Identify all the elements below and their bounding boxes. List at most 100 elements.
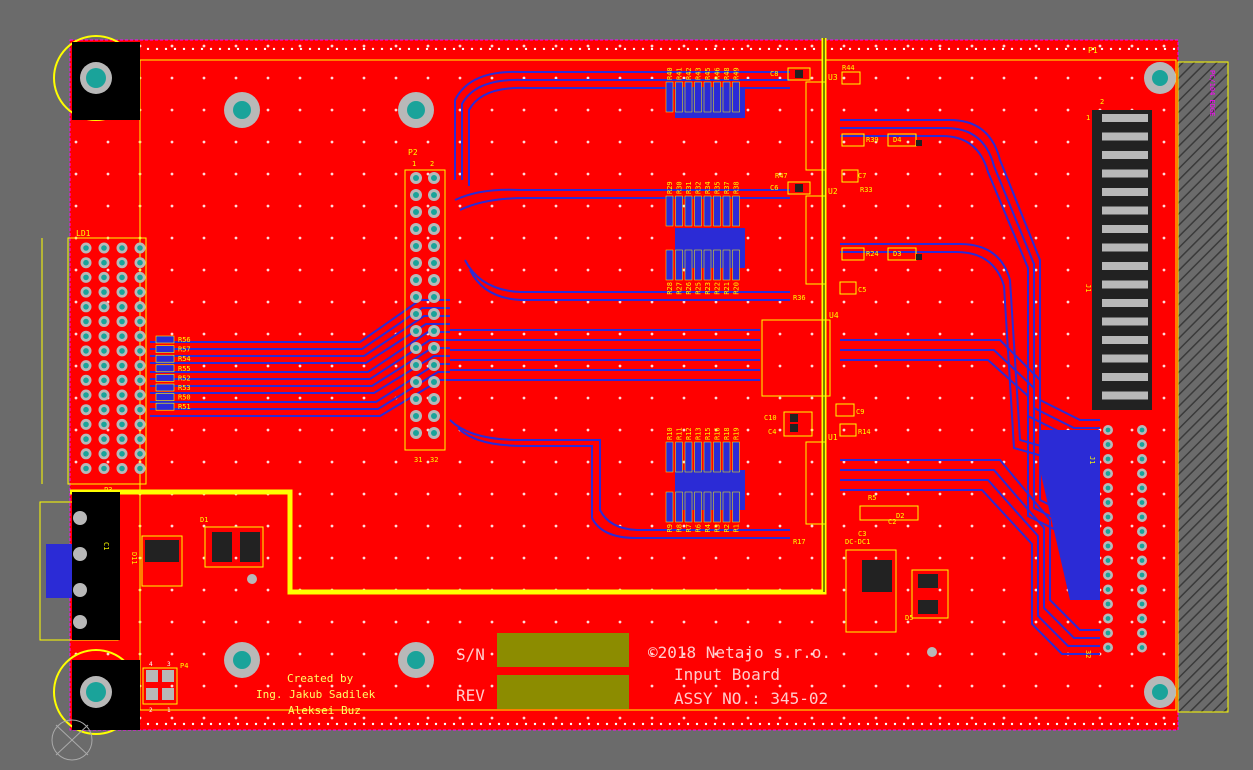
resistor-left[interactable] (155, 383, 175, 392)
resistor-left-label: R54 (178, 355, 191, 363)
j1-pad (1102, 391, 1148, 400)
c8-label: C8 (770, 70, 778, 78)
j1-label: J1 (1084, 284, 1092, 292)
rmidbot-resistor[interactable] (684, 249, 693, 281)
ic-u1[interactable]: U1 (805, 433, 838, 525)
misc-labels[interactable]: C8 R44 R39 D4 R47 C7 C6 R33 R24 D3 C5 R3… (130, 64, 913, 622)
resistor-left-label: R51 (178, 403, 191, 411)
d5-label: D5 (905, 614, 913, 622)
rlowbot-resistor[interactable] (665, 491, 674, 523)
mounting-holes[interactable] (51, 35, 1176, 761)
resistor-left[interactable] (155, 345, 175, 353)
rtop-resistor[interactable] (665, 81, 674, 113)
j1-pin-array (1102, 114, 1148, 653)
rmidbot-resistor[interactable] (703, 249, 712, 281)
p2-outline (404, 169, 446, 451)
coauthor-text: Aleksei Buz (288, 704, 361, 717)
c6-label: C6 (770, 184, 778, 192)
p3-pour (46, 544, 72, 598)
edge-via-row-bottom (72, 720, 1176, 728)
ic-u3[interactable]: U3 (805, 73, 838, 171)
bottom-pour-right (1040, 430, 1100, 600)
c1-label: C1 (102, 542, 110, 550)
rmidtop-resistor[interactable] (713, 195, 721, 227)
rtop-resistor[interactable] (722, 81, 731, 113)
ld1-connector[interactable]: LD1 (41, 229, 147, 485)
p4-prog-connector[interactable]: P4 4 3 2 1 (142, 661, 188, 714)
rtop-label: R42 (685, 67, 693, 80)
rmidbot-resistor[interactable] (675, 249, 683, 281)
rmidtop-label: R34 (704, 181, 712, 194)
rlowbot-resistor[interactable] (684, 491, 693, 523)
rtop-label: R46 (714, 67, 722, 80)
r33-label: R33 (860, 186, 873, 194)
ic-u2[interactable]: U2 (805, 187, 838, 285)
rlowtop-resistor[interactable] (675, 441, 683, 473)
resistor-left[interactable] (155, 364, 175, 373)
resistor-left[interactable] (155, 374, 175, 382)
j1-pad (1102, 299, 1148, 307)
j1-pad (1102, 280, 1148, 289)
rmidtop-resistor[interactable] (684, 195, 693, 227)
rlowbot-resistor[interactable] (713, 491, 721, 523)
resistor-left[interactable] (155, 393, 175, 401)
rmidbot-label: R23 (704, 282, 712, 295)
ic-u4[interactable]: U4 (761, 311, 839, 397)
j1-label-lower: J1 (1088, 456, 1096, 464)
origin-marker (51, 719, 93, 761)
j1-pin1-label: 1 (1086, 114, 1090, 122)
rtop-resistor[interactable] (675, 81, 683, 113)
rmidtop-label: R30 (676, 181, 684, 194)
rlowbot-resistor[interactable] (703, 491, 712, 523)
p3-label: P3 (104, 486, 112, 494)
p2-header[interactable]: P2 1 2 31 32 (404, 148, 446, 464)
rmidbot-resistor[interactable] (694, 249, 702, 281)
rmidtop-resistor[interactable] (722, 195, 731, 227)
rtop-resistor[interactable] (732, 81, 740, 113)
rlowtop-resistor[interactable] (665, 441, 674, 473)
rmidtop-resistor[interactable] (694, 195, 702, 227)
resistor-left[interactable] (155, 354, 175, 363)
c4-label: C4 (768, 428, 776, 436)
rmidtop-resistor[interactable] (732, 195, 740, 227)
rlowtop-resistor[interactable] (684, 441, 693, 473)
rtop-label: R45 (704, 67, 712, 80)
rmidbot-resistor[interactable] (713, 249, 721, 281)
rtop-resistor[interactable] (703, 81, 712, 113)
rmidtop-label: R32 (695, 181, 703, 194)
d2-label: D2 (896, 512, 904, 520)
rtop-resistor[interactable] (694, 81, 702, 113)
rlowbot-resistor[interactable] (675, 491, 683, 523)
rlowtop-resistor[interactable] (722, 441, 731, 473)
rlowbot-resistor[interactable] (722, 491, 731, 523)
u3-label: U3 (828, 73, 838, 82)
j1-connector[interactable]: 1 2 J1 J1 32 (1084, 98, 1152, 658)
rlowtop-resistor[interactable] (732, 441, 740, 473)
rmidtop-resistor[interactable] (703, 195, 712, 227)
author-text: Ing. Jakub Sadilek (256, 688, 376, 701)
rlowtop-resistor[interactable] (694, 441, 702, 473)
rmidbot-resistor[interactable] (732, 249, 740, 281)
rlowtop-resistor[interactable] (703, 441, 712, 473)
rmidbot-resistor[interactable] (722, 249, 731, 281)
resistor-left-label: R50 (178, 394, 191, 402)
resistor-left[interactable] (155, 402, 175, 411)
rtop-resistor[interactable] (684, 81, 693, 113)
resistor-left[interactable] (155, 335, 175, 344)
rlowbot-resistor[interactable] (694, 491, 702, 523)
rlowtop-label: R18 (723, 427, 731, 440)
p4-pin1: 1 (167, 707, 171, 714)
rmidbot-resistor[interactable] (665, 249, 674, 281)
j1-pin2-label: 2 (1100, 98, 1104, 106)
rmidtop-label: R38 (733, 181, 741, 194)
rmidtop-resistor[interactable] (665, 195, 674, 227)
rtop-resistor[interactable] (713, 81, 721, 113)
rlowtop-resistor[interactable] (713, 441, 721, 473)
p3-power-connector[interactable]: P3 C1 (39, 486, 120, 641)
rlowbot-resistor[interactable] (732, 491, 740, 523)
rmidtop-resistor[interactable] (675, 195, 683, 227)
